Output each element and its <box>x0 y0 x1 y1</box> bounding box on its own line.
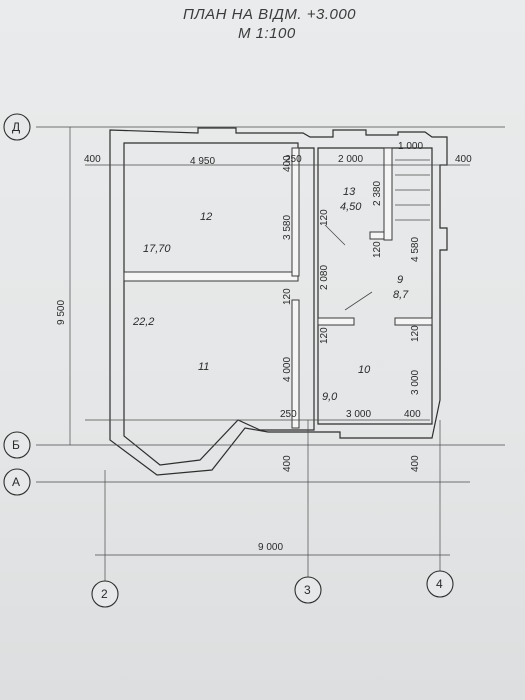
inner-walls <box>123 147 433 429</box>
plan-title: ПЛАН НА ВІДМ. +3.000 <box>183 6 357 23</box>
dim-overall-height: 9 500 <box>56 300 67 325</box>
room-10-area: 9,0 <box>322 391 338 403</box>
dim-top-250: 250 <box>285 154 302 165</box>
axis-lines <box>36 126 505 590</box>
dim-v-4000: 4 000 <box>282 357 293 382</box>
dim-bottom-3000: 3 000 <box>346 409 371 420</box>
dim-top-400-right: 400 <box>455 154 472 165</box>
room-11-number: 11 <box>198 361 209 373</box>
dim-top-4950: 4 950 <box>190 156 215 167</box>
dim-v-120-c: 120 <box>319 327 330 344</box>
dim-v-2080: 2 080 <box>319 265 330 290</box>
dim-v-120-a: 120 <box>282 288 293 305</box>
axis-col-4: 4 <box>436 577 443 591</box>
dim-v-120-d: 120 <box>372 241 383 258</box>
room-13-area: 4,50 <box>340 201 362 213</box>
room-9-number: 9 <box>397 274 403 286</box>
room-10-number: 10 <box>358 364 371 376</box>
dim-bottom-400-right-v: 400 <box>410 455 421 472</box>
room-9-area: 8,7 <box>393 289 409 301</box>
axis-markers <box>3 113 454 608</box>
dim-top-1000: 1 000 <box>398 141 423 152</box>
dim-top-400-left: 400 <box>84 154 101 165</box>
dim-bottom-400-left-v: 400 <box>282 455 293 472</box>
dim-v-3000: 3 000 <box>410 370 421 395</box>
room-13-number: 13 <box>343 186 356 198</box>
axis-row-a: А <box>12 475 20 489</box>
plan-scale: М 1:100 <box>238 25 296 42</box>
axis-row-d: Д <box>12 120 20 134</box>
dim-v-2380: 2 380 <box>372 181 383 206</box>
axis-col-3: 3 <box>304 583 311 597</box>
dim-bottom-400: 400 <box>404 409 421 420</box>
dim-top-2000: 2 000 <box>338 154 363 165</box>
dim-v-120-e: 120 <box>410 325 421 342</box>
dim-overall-width: 9 000 <box>258 542 283 553</box>
dim-v-3580: 3 580 <box>282 215 293 240</box>
stair <box>324 159 430 311</box>
axis-row-b: Б <box>12 438 20 452</box>
room-12-number: 12 <box>200 211 212 223</box>
dim-v-4580: 4 580 <box>410 237 421 262</box>
room-12-area: 17,70 <box>143 243 171 255</box>
dim-v-400: 400 <box>282 155 293 172</box>
axis-col-2: 2 <box>101 587 108 601</box>
room-11-area: 22,2 <box>132 316 154 328</box>
outer-walls <box>109 127 448 476</box>
dim-bottom-250: 250 <box>280 409 297 420</box>
dim-v-120-b: 120 <box>319 209 330 226</box>
